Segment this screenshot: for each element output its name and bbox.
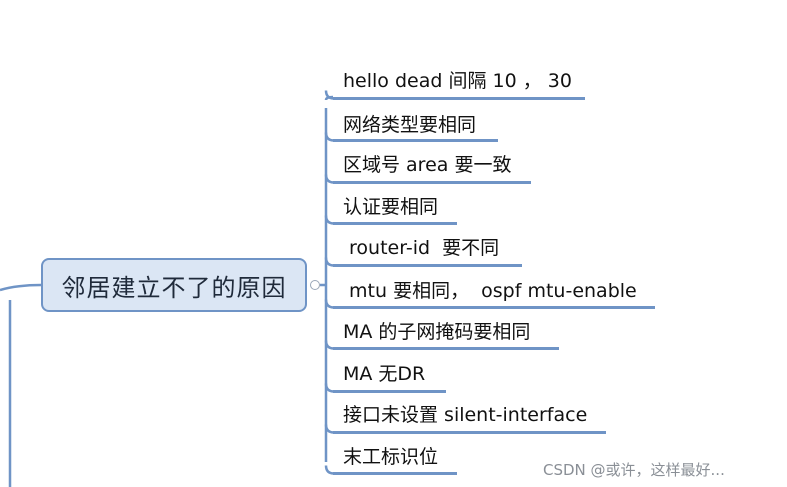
branch-underline: [333, 472, 457, 475]
branch-auth[interactable]: 认证要相同: [343, 195, 438, 219]
central-topic-label: 邻居建立不了的原因: [61, 273, 287, 302]
branch-label: MA 的子网掩码要相同: [343, 321, 531, 343]
watermark: CSDN @或许，这样最好...: [543, 461, 725, 479]
branch-underline: [333, 390, 446, 393]
branch-underline: [333, 347, 559, 350]
collapse-toggle-icon[interactable]: [310, 280, 320, 290]
branch-ma-no-dr[interactable]: MA 无DR: [343, 362, 425, 386]
branch-underline: [333, 181, 531, 184]
branch-connector: [324, 174, 335, 184]
branch-underline: [333, 139, 498, 142]
branch-label: 认证要相同: [343, 196, 439, 218]
branch-connector: [324, 465, 335, 475]
branch-connector: [324, 90, 335, 100]
branch-underline: [333, 97, 585, 100]
branch-router-id[interactable]: router-id 要不同: [343, 236, 499, 260]
branch-label: 网络类型要相同: [343, 114, 477, 136]
branch-label: hello dead 间隔 10 ， 30: [343, 70, 572, 92]
branch-ma-subnet-mask[interactable]: MA 的子网掩码要相同: [343, 320, 530, 344]
branch-label: 末工标识位: [343, 446, 439, 468]
branch-area[interactable]: 区域号 area 要一致: [343, 153, 511, 177]
branch-connector: [324, 215, 335, 225]
branch-underline: [333, 306, 655, 309]
branch-network-type[interactable]: 网络类型要相同: [343, 113, 476, 137]
branch-underline: [333, 431, 606, 434]
branch-label: MA 无DR: [343, 363, 426, 385]
branch-label: 区域号 area 要一致: [343, 154, 512, 176]
branch-hello-dead[interactable]: hello dead 间隔 10 ， 30: [343, 69, 572, 93]
branch-connector: [324, 424, 335, 434]
branch-connector: [324, 132, 335, 142]
branch-connector: [324, 257, 335, 267]
branch-label: router-id 要不同: [343, 237, 500, 259]
branch-silent-interface[interactable]: 接口未设置 silent-interface: [343, 403, 587, 427]
branch-connector: [324, 340, 335, 350]
branch-flag-bit[interactable]: 末工标识位: [343, 445, 438, 469]
branch-underline: [333, 222, 457, 225]
branch-label: 接口未设置 silent-interface: [343, 404, 588, 426]
branch-mtu[interactable]: mtu 要相同， ospf mtu-enable: [343, 279, 637, 303]
branch-connector: [324, 383, 335, 393]
branch-connector: [324, 299, 335, 309]
branch-underline: [333, 264, 522, 267]
central-topic[interactable]: 邻居建立不了的原因: [41, 258, 307, 312]
branch-label: mtu 要相同， ospf mtu-enable: [343, 280, 637, 302]
